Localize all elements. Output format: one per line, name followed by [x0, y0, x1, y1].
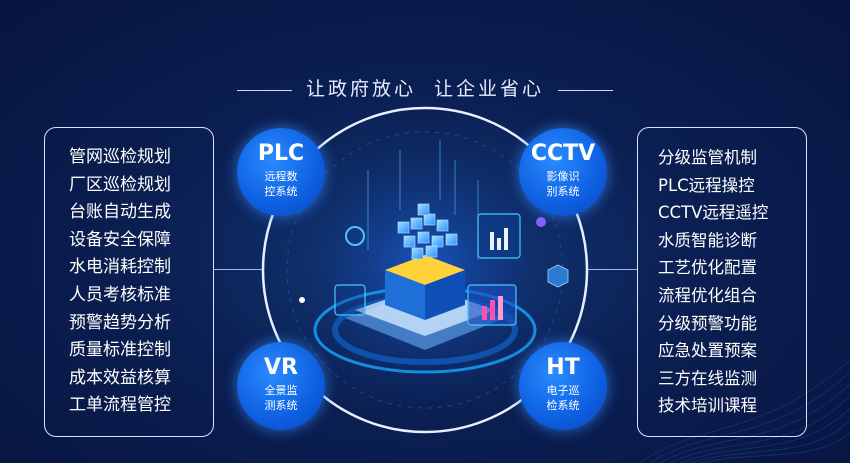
- cctv-badge: CCTV 影像识 别系统: [519, 128, 607, 216]
- plc-badge: PLC 远程数 控系统: [237, 128, 325, 216]
- list-item: 三方在线监测: [658, 368, 757, 388]
- badge-desc-line-2: 控系统: [264, 185, 298, 198]
- slogan-part-2: 让企业省心: [434, 78, 545, 100]
- list-item: 水质智能诊断: [658, 230, 757, 250]
- badge-title: CCTV: [530, 141, 596, 166]
- list-item: 管网巡检规划: [69, 147, 171, 167]
- list-item: 台账自动生成: [69, 202, 171, 223]
- badge-title: PLC: [257, 141, 305, 166]
- right-connector: [586, 269, 637, 270]
- list-item: 技术培训课程: [658, 396, 757, 416]
- slogan-part-1: 让政府放心: [305, 78, 416, 100]
- list-item: 人员考核标准: [69, 284, 171, 305]
- slogan: 让政府放心让企业省心: [0, 74, 850, 101]
- list-item: 水电消耗控制: [69, 257, 171, 278]
- outer-ring: [261, 106, 589, 434]
- badge-title: HT: [546, 355, 580, 380]
- badge-desc-line-1: 电子巡: [546, 384, 580, 397]
- list-item: 工艺优化配置: [658, 258, 757, 278]
- badge-desc-line-1: 全景监: [264, 384, 298, 397]
- left-connector: [214, 269, 264, 270]
- list-item: 分级监管机制: [658, 148, 757, 167]
- list-item: 设备安全保障: [69, 229, 171, 250]
- slogan-right-rule: [558, 89, 614, 91]
- list-item: 厂区巡检规划: [69, 174, 171, 195]
- list-item: CCTV远程遥控: [658, 203, 769, 223]
- badge-desc-line-2: 测系统: [264, 399, 298, 412]
- ht-badge: HT 电子巡 检系统: [519, 342, 607, 430]
- list-item: 分级预警功能: [658, 313, 757, 333]
- badge-title: VR: [264, 355, 298, 380]
- badge-desc-line-2: 检系统: [546, 399, 580, 412]
- list-item: 成本效益核算: [69, 367, 171, 388]
- list-item: 预警趋势分析: [69, 312, 171, 333]
- slogan-left-rule: [236, 89, 292, 91]
- list-item: 质量标准控制: [69, 340, 171, 361]
- vr-badge: VR 全景监 测系统: [237, 342, 325, 430]
- right-feature-list: 分级监管机制 PLC远程操控 CCTV远程遥控 水质智能诊断 工艺优化配置 流程…: [637, 127, 807, 437]
- list-item: PLC远程操控: [658, 175, 755, 195]
- list-item: 应急处置预案: [658, 341, 757, 361]
- badge-desc-line-1: 影像识: [546, 170, 580, 183]
- list-item: 工单流程管控: [69, 395, 171, 416]
- badge-desc-line-1: 远程数: [264, 170, 298, 183]
- badge-desc-line-2: 别系统: [546, 185, 580, 198]
- left-feature-list: 管网巡检规划 厂区巡检规划 台账自动生成 设备安全保障 水电消耗控制 人员考核标…: [44, 127, 214, 437]
- list-item: 流程优化组合: [658, 285, 757, 305]
